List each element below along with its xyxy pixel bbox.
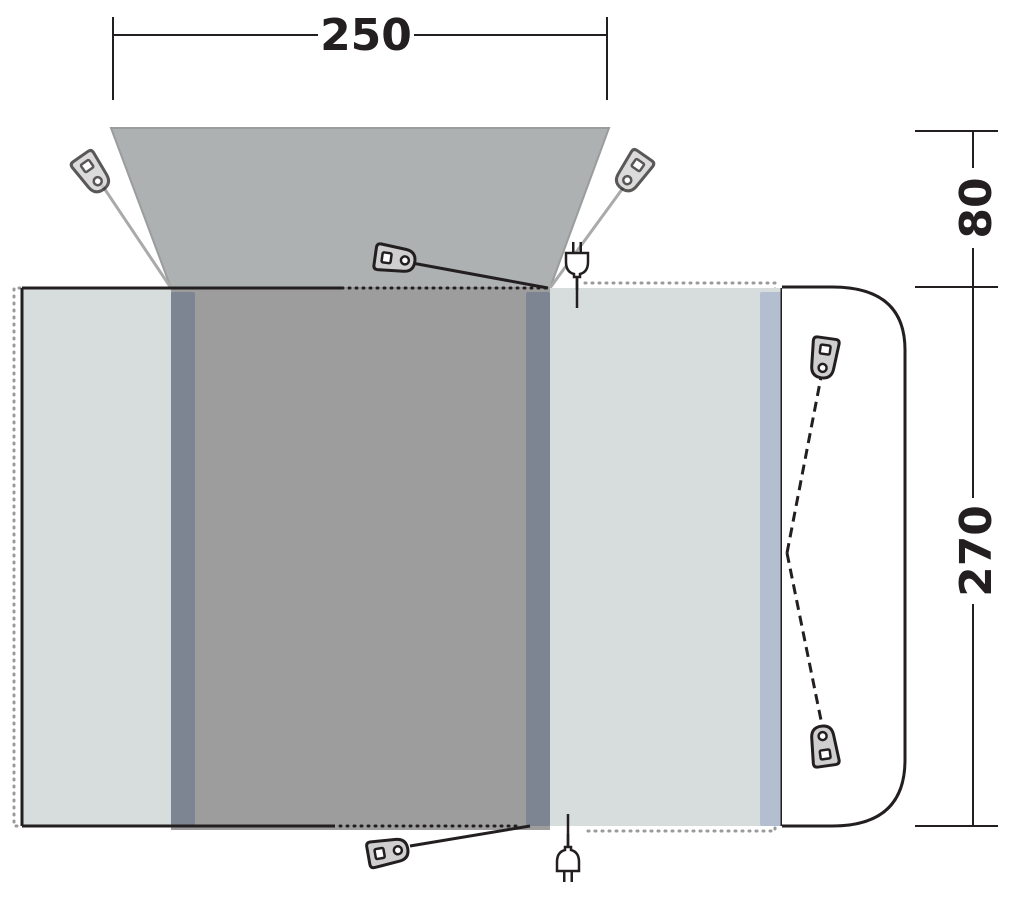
pole-center: [526, 292, 550, 826]
peg-icon: [609, 146, 657, 198]
guy-lines-rear: [785, 371, 824, 726]
peg-icon: [364, 834, 412, 870]
pole-rear: [760, 292, 782, 826]
width-label: 250: [320, 10, 412, 61]
door-opening: [338, 286, 550, 828]
peg-icon: [68, 147, 116, 199]
guy-line-front-bottom: [409, 824, 531, 848]
vehicle-outline: [782, 285, 907, 828]
pole-left: [171, 292, 195, 826]
width-dimension: 250: [112, 10, 608, 100]
canopy-depth-label: 80: [951, 177, 1002, 238]
guy-line-top-right: [548, 187, 625, 289]
guy-line-front-top: [411, 261, 549, 290]
center-panel: [171, 288, 550, 830]
guy-line-top-left: [100, 184, 173, 289]
depth-dimension: 80 270: [915, 130, 1002, 827]
depth-label: 270: [951, 505, 1002, 597]
power-plug-icon: [555, 832, 581, 884]
canopy: [109, 127, 611, 289]
